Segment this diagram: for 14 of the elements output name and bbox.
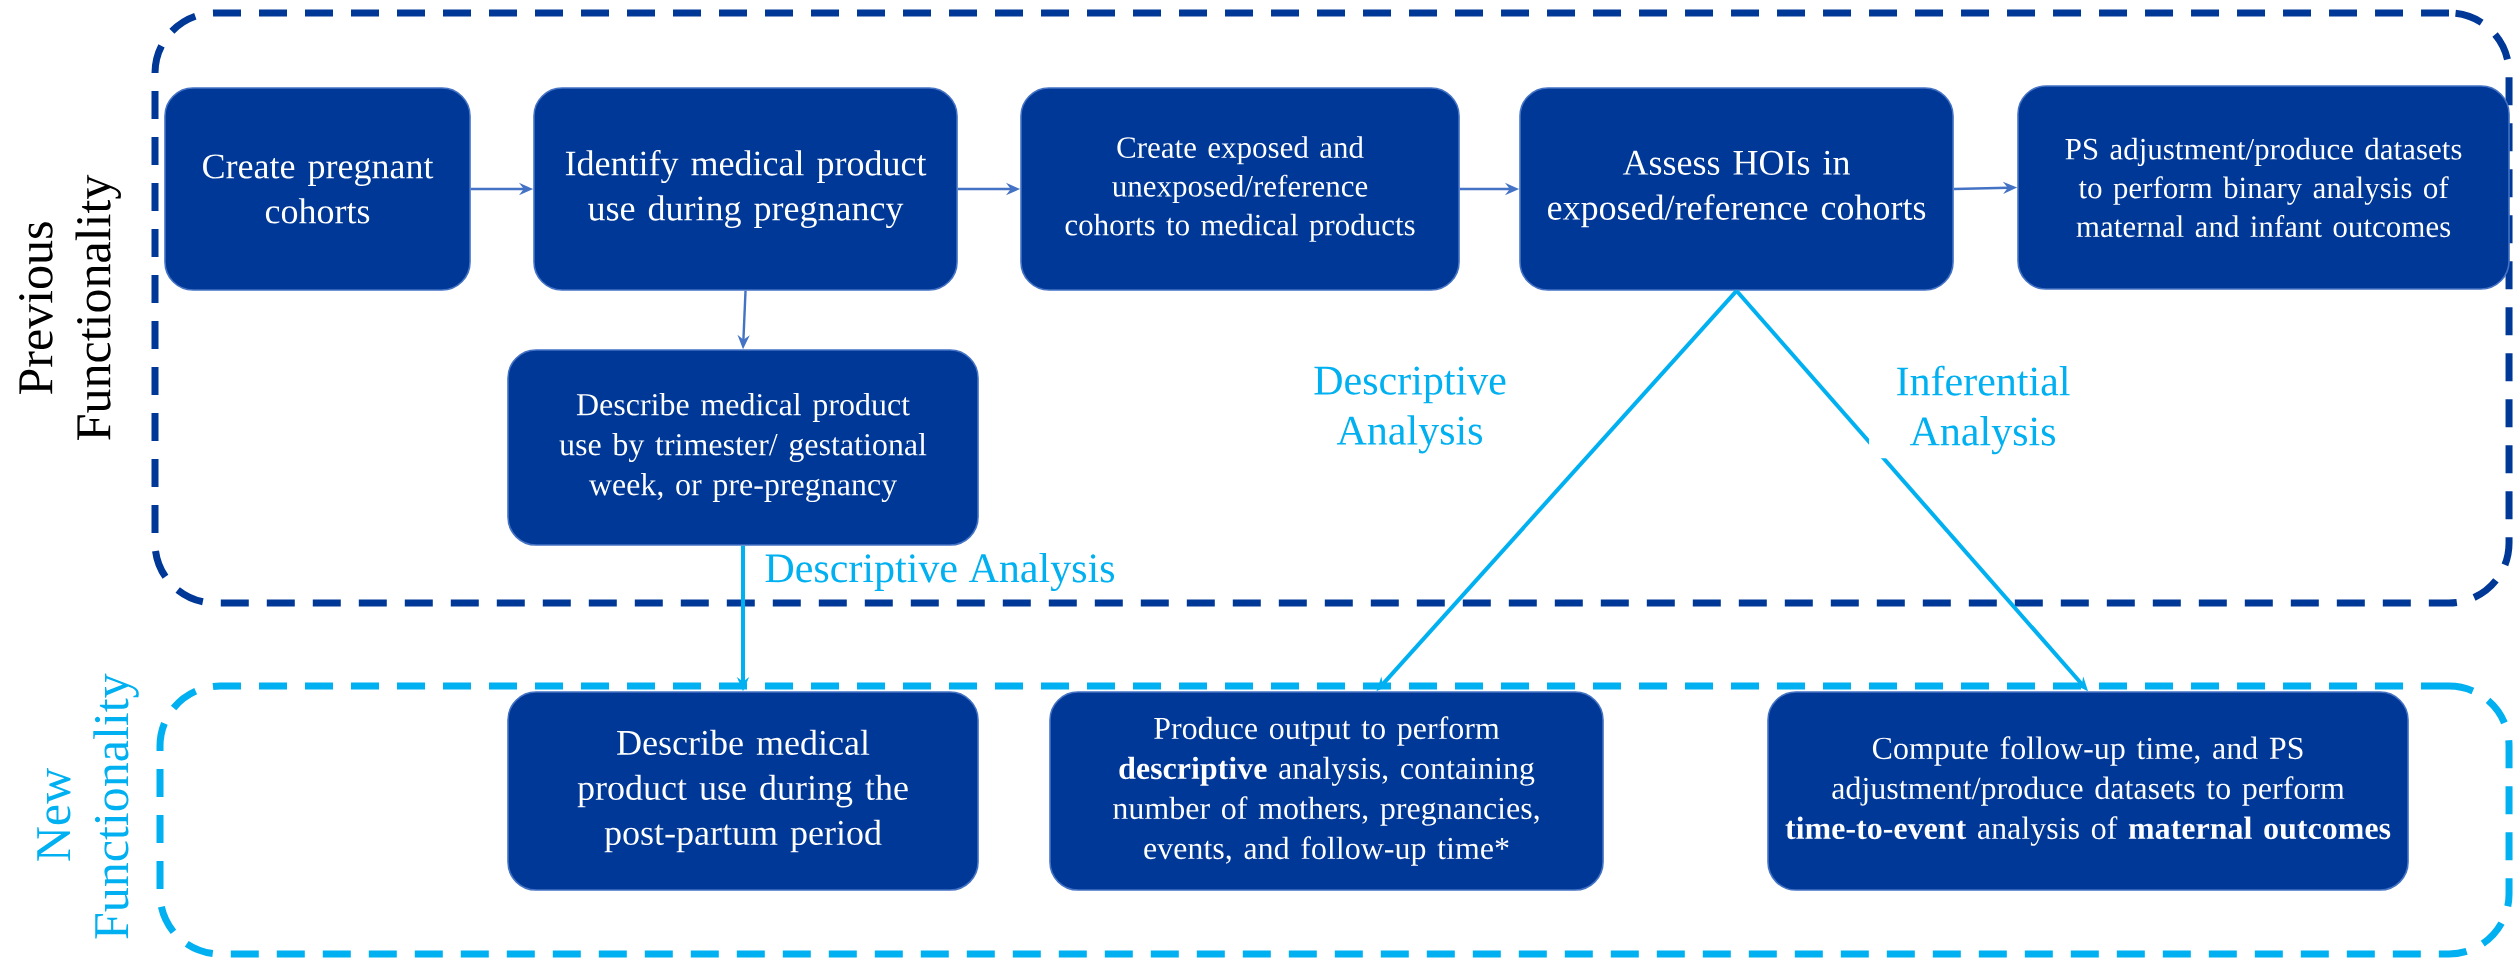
process-box: Produce output to perform descriptive analysis, containing number of mothers, pregnancies, events, and follow-up time*: [1049, 691, 1604, 891]
process-box: Create pregnant cohorts: [164, 87, 471, 291]
edge-label: Descriptive Analysis: [1296, 362, 1525, 458]
process-box: PS adjustment/produce datasets to perform binary analysis of maternal and infant outcomes: [2017, 85, 2510, 290]
process-box: Identify medical product use during pregnancy: [533, 87, 958, 291]
process-box: Compute follow-up time, and PS adjustment/produce datasets to perform time-to-event analysis of maternal outcomes: [1767, 691, 2409, 891]
process-box: Describe medical product use by trimester/ gestational week, or pre-pregnancy: [507, 349, 979, 546]
edge-label: Descriptive Analysis: [760, 548, 1120, 596]
edge-label: Inferential Analysis: [1869, 361, 2098, 459]
section-heading: Previous Functionality: [19, 174, 121, 440]
section-heading: New Functionality: [37, 673, 139, 939]
process-box: Assess HOIs in exposed/reference cohorts: [1519, 87, 1954, 291]
process-box: Create exposed and unexposed/reference cohorts to medical products: [1020, 87, 1460, 291]
process-box: Describe medical product use during the post-partum period: [507, 691, 979, 891]
